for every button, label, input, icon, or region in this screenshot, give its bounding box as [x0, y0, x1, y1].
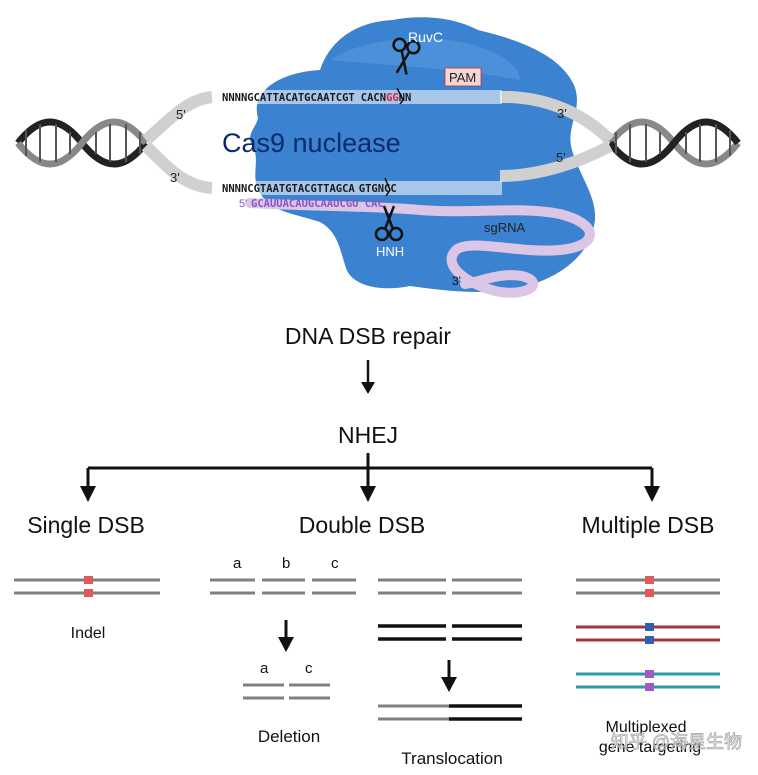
deleted-a-label: a — [260, 660, 269, 677]
single-dsb-title: Single DSB — [27, 512, 145, 538]
ruvc-scissors-icon — [392, 37, 421, 75]
dsb-repair-label: DNA DSB repair — [285, 323, 452, 349]
indel-label: Indel — [71, 625, 106, 642]
multiple-dsb-title: Multiple DSB — [582, 512, 715, 538]
deletion-diagram: a b c a c — [210, 555, 356, 700]
multi-mark-red-top — [645, 576, 654, 584]
translocation-label: Translocation — [401, 749, 502, 768]
right-dna-helix — [607, 118, 741, 168]
indel-mark-top — [84, 576, 93, 584]
sgrna-sequence: GCAUUACAUGCAAUCGU CAC — [251, 198, 384, 210]
pam-label-box — [444, 67, 482, 87]
down-arrow-1 — [361, 360, 375, 394]
watermark: 知乎 @海星生物 — [611, 732, 742, 752]
right-5prime-label: 5' — [556, 150, 566, 165]
cas9-protein-shape — [250, 17, 596, 292]
left-top-strand — [142, 91, 213, 145]
indel-mark-bottom — [84, 589, 93, 597]
hnh-label: HNH — [376, 244, 404, 259]
multiplexed-label-line1: Multiplexed — [606, 719, 687, 736]
left-3prime-label: 3' — [170, 170, 180, 185]
hnh-cut-marker — [384, 177, 391, 197]
multi-mark-blue-top — [645, 623, 654, 631]
top-strand-band — [212, 90, 502, 104]
right-bottom-strand — [499, 140, 613, 182]
single-dsb-diagram — [14, 576, 160, 597]
ruvc-label: RuvC — [408, 29, 443, 45]
segment-c-label: c — [331, 555, 339, 572]
multi-mark-purple-top — [645, 670, 654, 678]
hnh-scissors-icon — [374, 205, 404, 242]
left-5prime-label: 5' — [176, 107, 186, 122]
sgrna-3prime-label: 3' — [452, 274, 461, 288]
translocation-diagram — [378, 578, 522, 721]
multiple-dsb-diagram — [576, 576, 720, 691]
rna-5prime-label: 5' — [239, 198, 247, 210]
ruvc-cut-marker — [396, 87, 404, 105]
branch-tree — [80, 453, 660, 502]
multi-mark-red-bottom — [645, 589, 654, 597]
cas9-label: Cas9 nuclease — [222, 128, 401, 158]
segment-b-label: b — [282, 555, 290, 572]
pam-label: PAM — [449, 70, 476, 85]
right-top-strand — [499, 90, 615, 145]
left-bottom-strand — [141, 141, 213, 194]
deleted-c-label: c — [305, 660, 313, 677]
multi-mark-purple-bottom — [645, 683, 654, 691]
nhej-label: NHEJ — [338, 422, 398, 448]
multi-mark-blue-bottom — [645, 636, 654, 644]
double-dsb-title: Double DSB — [299, 512, 426, 538]
sgrna-tube — [245, 198, 595, 298]
bottom-strand-band — [212, 181, 502, 195]
deletion-label: Deletion — [258, 727, 320, 746]
left-dna-helix — [15, 118, 149, 168]
segment-a-label: a — [233, 555, 242, 572]
right-3prime-label: 3' — [557, 106, 567, 121]
multiplexed-label-line2: gene targeting — [599, 739, 701, 756]
sgrna-label: sgRNA — [484, 220, 526, 235]
